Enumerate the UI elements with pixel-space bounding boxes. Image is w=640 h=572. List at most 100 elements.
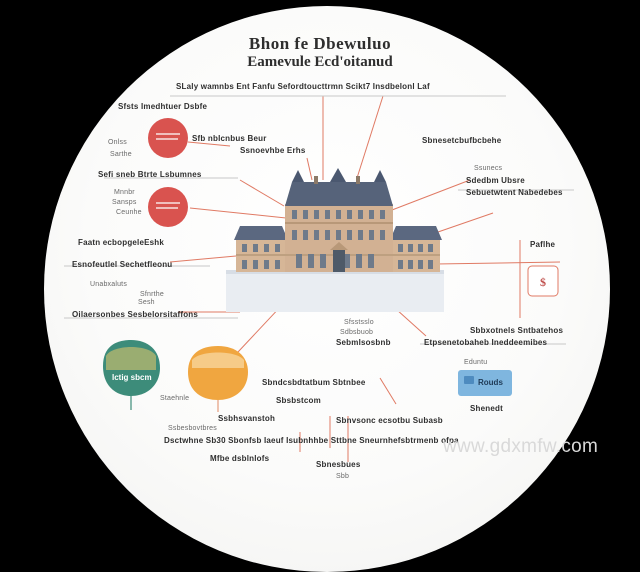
label-left: Sfnrthe (140, 291, 164, 298)
label-center: Sfsstsslo (344, 319, 374, 326)
teal-blob-label: Ictig sbcm (112, 373, 152, 382)
label-center: Sbnvsonc ecsotbu Subasb (336, 416, 443, 425)
window (408, 244, 413, 252)
connector-line (379, 377, 397, 405)
cornice (285, 222, 393, 224)
label-left: Sesh (138, 299, 155, 306)
window (358, 210, 363, 219)
diagram-subtitle: Eamevule Ecd'oitanud (247, 54, 393, 70)
window (347, 230, 352, 240)
orange-blob-highlight (192, 352, 244, 368)
window (303, 230, 308, 240)
connector-line (169, 255, 237, 263)
windows (242, 210, 433, 269)
red-circle-strokes (156, 133, 180, 209)
window (275, 244, 280, 252)
label-right: Etpsenetobaheb Ineddeemibes (424, 338, 548, 347)
connector-line (306, 157, 313, 181)
label-left: Oilaersonbes Sesbelorsitaffons (72, 310, 199, 319)
window (380, 230, 385, 240)
label-left: Sfb nbIcnbus Beur (192, 134, 267, 143)
window (347, 210, 352, 219)
label-right: Sbbxotnels Sntbatehos (470, 326, 564, 335)
window (408, 260, 413, 269)
chateau-illustration (234, 168, 442, 272)
label-left: Esnofeutlel Sechetfleonu (72, 260, 173, 269)
window (428, 244, 433, 252)
chimney (356, 176, 360, 184)
label-left: Unabxaluts (90, 281, 128, 288)
window (358, 230, 363, 240)
window (308, 254, 314, 268)
window (314, 210, 319, 219)
window (369, 230, 374, 240)
entrance-door (333, 250, 345, 272)
label-center: Sdbsbuob (340, 329, 374, 336)
label-right: Sdedbm Ubsre (466, 176, 525, 185)
label-left: Mnnbr (114, 189, 135, 196)
connector-line (391, 179, 471, 211)
diagram-title: Bhon fe Dbewuluo (248, 34, 392, 53)
window (303, 210, 308, 219)
window (253, 260, 258, 269)
window (398, 260, 403, 269)
window (292, 210, 297, 219)
connector-line (437, 212, 494, 233)
label-left: Sefi sneb Btrte Lsbumnes (98, 170, 202, 179)
label-bottom: Dsctwhne Sb30 Sbonfsb Iaeuf Isubnhhbe St… (164, 436, 459, 445)
right-spire (374, 170, 386, 182)
label-right: Sebuetwtent Nabedebes (466, 188, 563, 197)
window (369, 210, 374, 219)
window (264, 244, 269, 252)
window (325, 230, 330, 240)
label-left: Onlss (108, 139, 127, 146)
window (428, 260, 433, 269)
right-wing-roof (390, 226, 442, 240)
label-right: Ssunecs (474, 165, 503, 172)
connector-line (356, 95, 384, 179)
left-wing-roof (234, 226, 288, 240)
label-bottom: Sbb (336, 473, 350, 480)
connector-line (187, 141, 231, 147)
window (242, 260, 247, 269)
watermark-text: www.gdxmfw.com (443, 436, 599, 457)
left-spire (292, 170, 304, 182)
red-circle-badge (148, 187, 188, 227)
main-roof (285, 182, 393, 206)
window (320, 254, 326, 268)
right-icon-badge (527, 265, 559, 297)
label-left: Ceunhe (116, 209, 142, 216)
thin-guide-lines (64, 95, 574, 345)
window (418, 260, 423, 269)
diagram-art: $ (64, 95, 574, 462)
building-ground (226, 270, 444, 312)
window (344, 254, 350, 268)
diagram-canvas: $ Bhon fe Dbewuluo Eamevule Ecd'oitanud … (44, 6, 610, 572)
connector-line (189, 207, 287, 219)
window (296, 254, 302, 268)
label-left: Sansps (112, 199, 137, 206)
label-left: Ssbhsvanstoh (218, 414, 276, 423)
label-center: Sbndcsbdtatbum Sbtnbee (262, 378, 366, 387)
window (275, 260, 280, 269)
label-bottom: Ssbesbovtbres (168, 425, 217, 432)
label-right: Eduntu (464, 359, 488, 366)
connector-line (435, 261, 561, 265)
window (336, 230, 341, 240)
teal-blob-highlight (106, 347, 156, 370)
label-left: Ssnoevhbe Erhs (240, 146, 306, 155)
label-bottom: Sbnesbues (316, 460, 361, 469)
label-left: Staehnle (160, 395, 190, 402)
window (264, 260, 269, 269)
label-center: Sbsbstcom (276, 396, 321, 405)
ground-plate (226, 270, 444, 312)
center-spire (330, 168, 346, 182)
window (356, 254, 362, 268)
right-icon-glyph: $ (540, 275, 546, 289)
entrance-pediment (330, 242, 348, 250)
window (398, 244, 403, 252)
window (314, 230, 319, 240)
label-left: Sfsts Imedhtuer Dsbfe (118, 102, 208, 111)
window (336, 210, 341, 219)
label-right: Paflhe (530, 240, 556, 249)
